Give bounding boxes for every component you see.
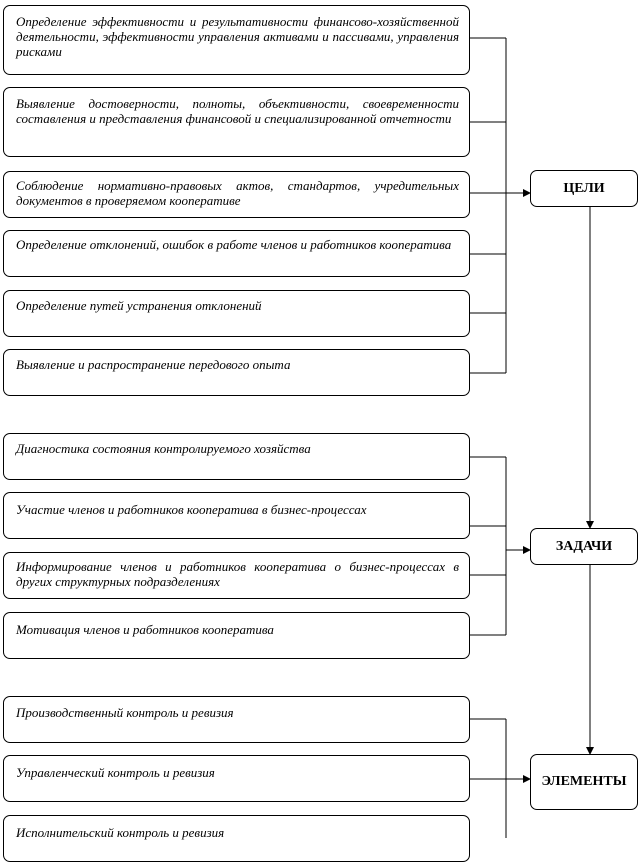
elements-hub: ЭЛЕМЕНТЫ [530,754,638,810]
goal-box: Выявление достоверности, полноты, объект… [3,87,470,157]
goal-box: Определение эффективности и результативн… [3,5,470,75]
element-box: Производственный контроль и ревизия [3,696,470,743]
element-box: Управленческий контроль и ревизия [3,755,470,802]
goals-hub: ЦЕЛИ [530,170,638,207]
goal-box: Определение путей устранения отклонений [3,290,470,337]
goal-box: Соблюдение нормативно-правовых актов, ст… [3,171,470,218]
element-box: Исполнительский контроль и ревизия [3,815,470,862]
task-box: Информирование членов и работников коопе… [3,552,470,599]
task-box: Участие членов и работников кооператива … [3,492,470,539]
goal-box: Выявление и распространение передового о… [3,349,470,396]
tasks-hub: ЗАДАЧИ [530,528,638,565]
task-box: Диагностика состояния контролируемого хо… [3,433,470,480]
goal-box: Определение отклонений, ошибок в работе … [3,230,470,277]
task-box: Мотивация членов и работников кооператив… [3,612,470,659]
